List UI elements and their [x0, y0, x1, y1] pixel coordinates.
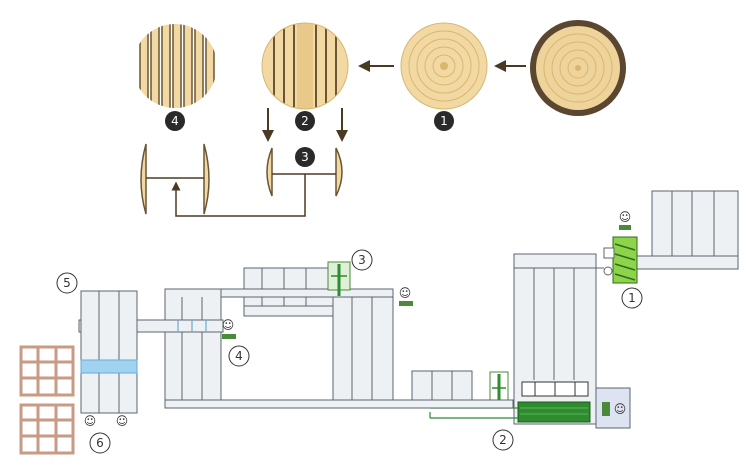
- station-label: 3: [351, 249, 373, 271]
- edger-machine: [489, 371, 509, 405]
- svg-text:3: 3: [358, 253, 366, 267]
- trimmer-building: [78, 288, 224, 401]
- carriage: [517, 381, 591, 423]
- operator-icon: ☺: [399, 286, 412, 300]
- pallet-icon: [19, 345, 75, 397]
- step-badge: 2: [295, 111, 315, 131]
- slab-icon: [140, 143, 343, 215]
- svg-text:2: 2: [499, 433, 507, 447]
- operator-icon: ☺: [614, 402, 627, 416]
- log-icon: [400, 22, 488, 110]
- cant-icon: [262, 23, 348, 109]
- svg-text:2: 2: [301, 114, 309, 128]
- resaw-rack: [164, 267, 394, 401]
- resaw-machine: [327, 261, 351, 296]
- conveyor-icon: [429, 407, 518, 419]
- debarker-machine: [603, 225, 638, 284]
- svg-text:4: 4: [235, 349, 243, 363]
- station-label: 2: [492, 429, 514, 451]
- headrig-building: [513, 253, 604, 425]
- board-icon: [133, 24, 217, 108]
- step-badge: 1: [434, 111, 454, 131]
- operator-icon: ☺: [84, 414, 97, 428]
- step-badge: 3: [295, 147, 315, 167]
- control-panel: [399, 301, 413, 306]
- connector-line: [146, 173, 336, 217]
- sorting-band: [80, 359, 138, 374]
- svg-text:4: 4: [171, 114, 179, 128]
- svg-text:3: 3: [301, 150, 309, 164]
- svg-text:1: 1: [440, 114, 448, 128]
- trimmer-saw: [177, 320, 207, 332]
- stacker-building: [80, 290, 138, 414]
- log-storage-rack: [627, 190, 739, 270]
- transfer-conveyor: [164, 399, 514, 409]
- pallet-icon: [19, 403, 75, 455]
- svg-text:1: 1: [628, 291, 636, 305]
- operator-icon: ☺: [222, 318, 235, 332]
- station-label: 1: [621, 287, 643, 309]
- station-label: 4: [228, 345, 250, 367]
- operator-icon: ☺: [619, 210, 632, 224]
- cant-buffer: [411, 370, 473, 402]
- operator-cabin: [595, 387, 631, 429]
- step-badge: 4: [165, 111, 185, 131]
- svg-text:5: 5: [63, 276, 71, 290]
- station-label: 5: [56, 272, 78, 294]
- control-panel: [222, 334, 236, 339]
- operator-icon: ☺: [116, 414, 129, 428]
- station-label: 6: [89, 432, 111, 454]
- svg-text:6: 6: [96, 436, 104, 450]
- raw-log-icon: [530, 20, 626, 116]
